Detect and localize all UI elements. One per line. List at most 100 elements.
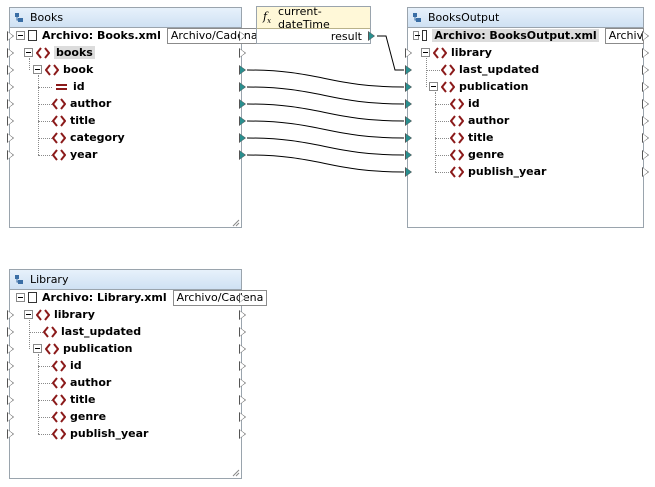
input-port-connected[interactable] — [405, 65, 412, 75]
output-port[interactable] — [642, 167, 649, 177]
library-title-label: title — [70, 393, 96, 406]
booksoutput-title-row[interactable]: title — [450, 129, 494, 146]
input-port[interactable] — [7, 310, 14, 320]
output-port[interactable] — [642, 150, 649, 160]
library-title-bar[interactable]: Library — [10, 270, 241, 290]
output-port-connected[interactable] — [239, 82, 246, 92]
element-icon — [52, 114, 66, 127]
library-root-row[interactable]: library — [24, 306, 95, 323]
input-port[interactable] — [7, 48, 14, 58]
resize-grip-icon[interactable] — [232, 219, 240, 227]
books-file-row[interactable]: Archivo: Books.xml Archivo/Cadena — [16, 27, 262, 44]
input-port[interactable] — [7, 31, 14, 41]
output-port[interactable] — [642, 48, 649, 58]
output-port[interactable] — [239, 293, 246, 303]
booksoutput-publication-row[interactable]: publication — [429, 78, 528, 95]
input-port[interactable] — [7, 150, 14, 160]
books-path-button[interactable]: Archivo/Cadena — [166, 27, 262, 44]
output-port[interactable] — [239, 395, 246, 405]
books-year-row[interactable]: year — [52, 146, 97, 163]
output-port[interactable] — [239, 412, 246, 422]
library-publish-year-row[interactable]: publish_year — [52, 425, 148, 442]
output-port[interactable] — [239, 429, 246, 439]
input-port[interactable] — [7, 327, 14, 337]
input-port-connected[interactable] — [405, 116, 412, 126]
output-port-connected[interactable] — [239, 133, 246, 143]
output-port[interactable] — [642, 133, 649, 143]
booksoutput-id-row[interactable]: id — [450, 95, 480, 112]
input-port[interactable] — [7, 116, 14, 126]
books-author-row[interactable]: author — [52, 95, 111, 112]
library-last-updated-row[interactable]: last_updated — [43, 323, 141, 340]
booksoutput-component[interactable]: BooksOutput — [407, 7, 644, 228]
library-author-row[interactable]: author — [52, 374, 111, 391]
books-title-row[interactable]: title — [52, 112, 96, 129]
booksoutput-root-row[interactable]: library — [421, 44, 492, 61]
output-port-connected[interactable] — [239, 65, 246, 75]
input-port[interactable] — [7, 344, 14, 354]
output-port-connected[interactable] — [239, 99, 246, 109]
output-port[interactable] — [642, 82, 649, 92]
output-port[interactable] — [642, 31, 649, 41]
output-port[interactable] — [642, 99, 649, 109]
books-book-row[interactable]: book — [33, 61, 93, 78]
library-id-row[interactable]: id — [52, 357, 82, 374]
input-port[interactable] — [7, 82, 14, 92]
books-title-bar[interactable]: Books — [10, 8, 241, 28]
input-port[interactable] — [7, 133, 14, 143]
input-port-connected[interactable] — [405, 82, 412, 92]
input-port-connected[interactable] — [405, 167, 412, 177]
library-genre-row[interactable]: genre — [52, 408, 106, 425]
booksoutput-last-updated-row[interactable]: last_updated — [441, 61, 539, 78]
input-port-connected[interactable] — [405, 99, 412, 109]
collapse-toggle-icon[interactable] — [33, 344, 42, 353]
output-port[interactable] — [239, 48, 246, 58]
output-port[interactable] — [642, 116, 649, 126]
library-path-button[interactable]: Archivo/Cadena — [172, 289, 268, 306]
output-port-connected[interactable] — [239, 116, 246, 126]
collapse-toggle-icon[interactable] — [16, 31, 25, 40]
booksoutput-author-row[interactable]: author — [450, 112, 509, 129]
current-datetime-function[interactable]: fx current-dateTime result — [256, 5, 371, 44]
collapse-toggle-icon[interactable] — [16, 293, 25, 302]
booksoutput-publish-year-row[interactable]: publish_year — [450, 163, 546, 180]
booksoutput-title-bar[interactable]: BooksOutput — [408, 8, 643, 28]
input-port[interactable] — [7, 429, 14, 439]
collapse-toggle-icon[interactable] — [24, 48, 33, 57]
input-port[interactable] — [7, 65, 14, 75]
input-port-connected[interactable] — [405, 133, 412, 143]
collapse-toggle-icon[interactable] — [24, 310, 33, 319]
collapse-toggle-icon[interactable] — [429, 82, 438, 91]
library-file-row[interactable]: Archivo: Library.xml Archivo/Cadena — [16, 289, 268, 306]
books-id-row[interactable]: id — [55, 78, 85, 95]
input-port[interactable] — [7, 378, 14, 388]
input-port[interactable] — [7, 99, 14, 109]
output-port[interactable] — [239, 31, 246, 41]
function-title-bar[interactable]: fx current-dateTime — [257, 5, 370, 31]
input-port[interactable] — [7, 395, 14, 405]
input-port[interactable] — [7, 412, 14, 422]
tree-line — [38, 87, 52, 88]
output-port[interactable] — [239, 361, 246, 371]
booksoutput-genre-row[interactable]: genre — [450, 146, 504, 163]
input-port[interactable] — [7, 361, 14, 371]
input-port-connected[interactable] — [405, 150, 412, 160]
booksoutput-path-button[interactable]: Archivo/Ca — [604, 27, 644, 44]
output-port[interactable] — [239, 327, 246, 337]
output-port-connected[interactable] — [239, 150, 246, 160]
collapse-toggle-icon[interactable] — [421, 48, 430, 57]
collapse-toggle-icon[interactable] — [413, 31, 420, 40]
books-category-row[interactable]: category — [52, 129, 125, 146]
input-port[interactable] — [405, 48, 412, 58]
booksoutput-file-row[interactable]: Archivo: BooksOutput.xml Archivo/Ca — [413, 27, 644, 44]
collapse-toggle-icon[interactable] — [33, 65, 42, 74]
resize-grip-icon[interactable] — [232, 469, 240, 477]
function-output-port[interactable] — [368, 31, 375, 41]
output-port[interactable] — [239, 344, 246, 354]
output-port[interactable] — [239, 310, 246, 320]
output-port[interactable] — [642, 65, 649, 75]
output-port[interactable] — [239, 378, 246, 388]
books-root-row[interactable]: books — [24, 44, 95, 61]
library-publication-row[interactable]: publication — [33, 340, 132, 357]
library-title-row[interactable]: title — [52, 391, 96, 408]
